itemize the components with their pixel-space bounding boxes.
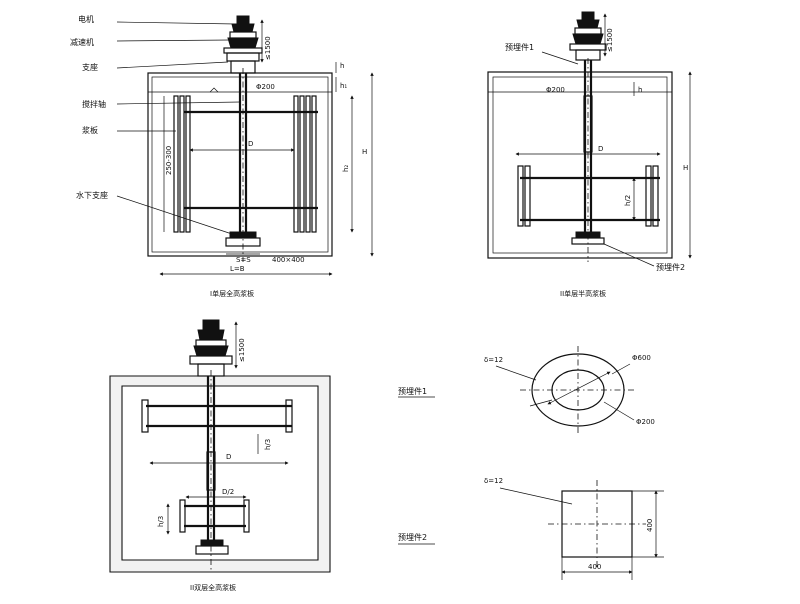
label-support: 支座 — [82, 62, 98, 72]
dim-h-2: h — [638, 86, 642, 94]
dim-base-1: 400×400 — [272, 256, 305, 264]
dim-d-2: D — [598, 145, 603, 153]
label-reducer: 减速机 — [70, 37, 94, 47]
diagram-2: 预埋件1 预埋件2 ≤1500 h Φ200 D h/2 H II单层半高浆板 — [487, 11, 692, 298]
label-motor: 电机 — [78, 14, 94, 24]
dim-h3a-3: h/3 — [264, 439, 272, 450]
motor-assembly-1 — [223, 15, 263, 74]
caption-2: II单层半高浆板 — [560, 289, 606, 298]
dim-h3b-3: h/3 — [157, 516, 165, 527]
dim-top-1: ≤1500 — [264, 36, 272, 60]
detail1-inner: Φ200 — [636, 418, 655, 426]
caption-3: II双层全高浆板 — [190, 583, 236, 592]
dim-top-3: ≤1500 — [238, 338, 246, 362]
detail2-side-h: 400 — [588, 563, 601, 571]
label-embed2-2: 预埋件2 — [656, 262, 685, 272]
motor-assembly-3 — [189, 319, 233, 377]
dim-top-2: ≤1500 — [606, 28, 614, 52]
detail1-title: 预埋件1 — [398, 386, 427, 396]
dim-phi-2: Φ200 — [546, 86, 565, 94]
caption-1: I单层全高浆板 — [210, 289, 254, 298]
detail1-delta: δ=12 — [484, 356, 503, 364]
label-shaft: 搅拌轴 — [82, 99, 106, 109]
tank-2 — [487, 71, 673, 259]
label-underwater-support: 水下支座 — [76, 190, 108, 200]
detail1-outer: Φ600 — [632, 354, 651, 362]
dim-h1-1: h₁ — [340, 82, 347, 90]
dim-width-1: L=B — [230, 265, 245, 273]
detail2-side-v: 400 — [646, 519, 654, 532]
diagram-3: ≤1500 D h/3 D/2 h/3 II双层全高浆板 — [109, 319, 331, 592]
dim-d-1: D — [248, 140, 253, 148]
dim-H-1: H — [362, 148, 367, 156]
diagram-1: 电机 减速机 支座 搅拌轴 浆板 水下支座 ≤1500 h h₁ Φ200 D … — [70, 14, 374, 298]
dim-h-1: h — [340, 62, 344, 70]
label-paddle: 浆板 — [82, 125, 98, 135]
detail-embed1: 预埋件1 δ=12 Φ600 Φ200 — [398, 346, 655, 434]
label-embed1-2: 预埋件1 — [505, 42, 534, 52]
dim-phi-1: Φ200 — [256, 83, 275, 91]
dim-d2-3: D/2 — [222, 488, 234, 496]
dim-h2-1: h₂ — [342, 165, 350, 172]
dim-d-3: D — [226, 453, 231, 461]
dim-range-1: 250-300 — [165, 146, 173, 175]
dim-hhalf-2: h/2 — [624, 195, 632, 206]
detail2-title: 预埋件2 — [398, 532, 427, 542]
dim-H-2: H — [683, 164, 688, 172]
dim-s-1: S=S — [236, 256, 251, 264]
motor-assembly-2 — [569, 11, 607, 61]
detail-embed2: 预埋件2 δ=12 400 400 — [398, 477, 664, 580]
detail2-delta: δ=12 — [484, 477, 503, 485]
